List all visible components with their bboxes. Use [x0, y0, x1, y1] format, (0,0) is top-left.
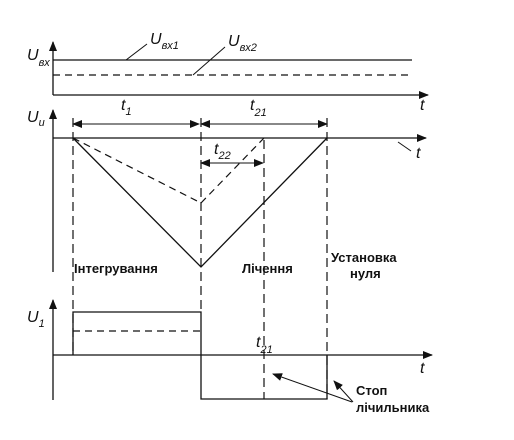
t21-label-bottom: t21	[256, 334, 273, 356]
phase-label-zero-line2: нуля	[350, 266, 381, 281]
comparator-panel: U1 t21 t Стоп лічильника	[27, 299, 433, 415]
t-axis-label-1: t	[420, 97, 425, 114]
t-axis-leader	[397, 141, 412, 152]
deintegration-ramp-uin2	[200, 137, 265, 204]
t1-label: t1	[121, 97, 132, 118]
uin1-label: Uвх1	[150, 31, 179, 52]
t22-label: t22	[214, 141, 231, 162]
ui-label: Uи	[27, 109, 45, 129]
uin2-leader	[192, 46, 226, 76]
phase-label-counting: Лічення	[242, 261, 293, 276]
phase-label-zero-line1: Установка	[331, 250, 397, 265]
input-voltage-panel: Uвх Uвх1 Uвх2 t	[27, 31, 429, 114]
integrator-panel: Uи t1 t21 t22 t Інтегрування Лічення Уст…	[27, 97, 427, 281]
t-axis-label-2: t	[416, 145, 421, 162]
t-axis-label-3: t	[420, 360, 425, 377]
time-markers	[72, 118, 328, 399]
integration-ramp-uin2	[72, 137, 202, 204]
uin-label: Uвх	[27, 47, 50, 69]
stop-label-line2: лічильника	[356, 400, 430, 415]
u1-label: U1	[27, 309, 45, 330]
stop-arrow-2	[333, 380, 354, 403]
t21-label: t21	[250, 97, 267, 119]
uin1-leader	[125, 43, 148, 61]
stop-arrow-1	[272, 373, 353, 403]
stop-label-line1: Стоп	[356, 383, 387, 398]
uin2-label: Uвх2	[228, 33, 257, 54]
phase-label-integration: Інтегрування	[74, 261, 158, 276]
